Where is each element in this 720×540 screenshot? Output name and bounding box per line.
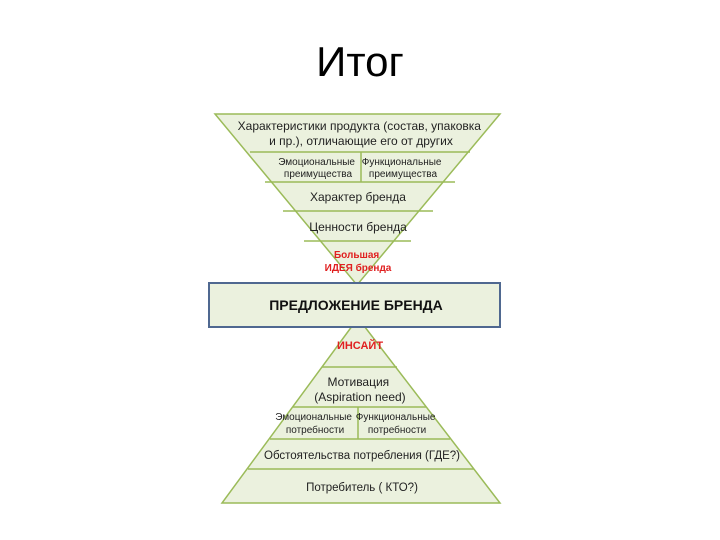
brand-character-label: Характер бренда bbox=[310, 190, 406, 204]
emotional-benefits-line-2: преимущества bbox=[284, 169, 353, 180]
bottom-pyramid: ИНСАЙТ Мотивация (Aspiration need) Эмоци… bbox=[220, 316, 502, 504]
slide-title: Итог bbox=[316, 38, 404, 85]
characteristics-label: Характеристики продукта (состав, упаковк… bbox=[238, 119, 485, 148]
brand-values-label: Ценности бренда bbox=[309, 220, 407, 234]
insight-label: ИНСАЙТ bbox=[337, 339, 383, 352]
emotional-benefits-line-1: Эмоциональные bbox=[278, 157, 355, 168]
functional-needs-line-1: Функциональные bbox=[356, 412, 436, 423]
consumer-label: Потребитель ( КТО?) bbox=[306, 482, 418, 494]
big-idea-line-1: Большая bbox=[334, 250, 379, 261]
emotional-needs-line-2: потребности bbox=[286, 424, 344, 436]
emotional-benefits-label: Эмоциональные преимущества bbox=[278, 157, 358, 180]
motivation-line-2: (Aspiration need) bbox=[314, 390, 405, 404]
functional-benefits-label: Функциональные преимущества bbox=[362, 157, 445, 180]
emotional-needs-line-1: Эмоциональные bbox=[275, 412, 352, 423]
bottom-pyramid-shape bbox=[220, 316, 502, 504]
functional-benefits-line-2: преимущества bbox=[369, 169, 438, 180]
top-funnel: Характеристики продукта (состав, упаковк… bbox=[213, 113, 502, 287]
brand-proposition-box bbox=[208, 282, 501, 328]
functional-needs-label: Функциональные потребности bbox=[356, 412, 439, 436]
characteristics-line-1: Характеристики продукта (состав, упаковк… bbox=[238, 119, 482, 133]
brand-proposition: ПРЕДЛОЖЕНИЕ БРЕНДА bbox=[208, 282, 501, 328]
brand-proposition-label: ПРЕДЛОЖЕНИЕ БРЕНДА bbox=[269, 297, 443, 313]
circumstances-label: Обстоятельства потребления (ГДЕ?) bbox=[264, 450, 460, 462]
top-funnel-shape bbox=[213, 113, 502, 287]
characteristics-line-2: и пр.), отличающие его от других bbox=[269, 134, 453, 148]
emotional-needs-label: Эмоциональные потребности bbox=[275, 412, 355, 436]
big-idea-line-2: ИДЕЯ бренда bbox=[325, 262, 392, 274]
motivation-label: Мотивация (Aspiration need) bbox=[314, 375, 405, 404]
functional-needs-line-2: потребности bbox=[368, 424, 426, 436]
big-idea-label: Большая ИДЕЯ бренда bbox=[325, 250, 392, 274]
motivation-line-1: Мотивация bbox=[327, 375, 389, 389]
functional-benefits-line-1: Функциональные bbox=[362, 157, 442, 168]
